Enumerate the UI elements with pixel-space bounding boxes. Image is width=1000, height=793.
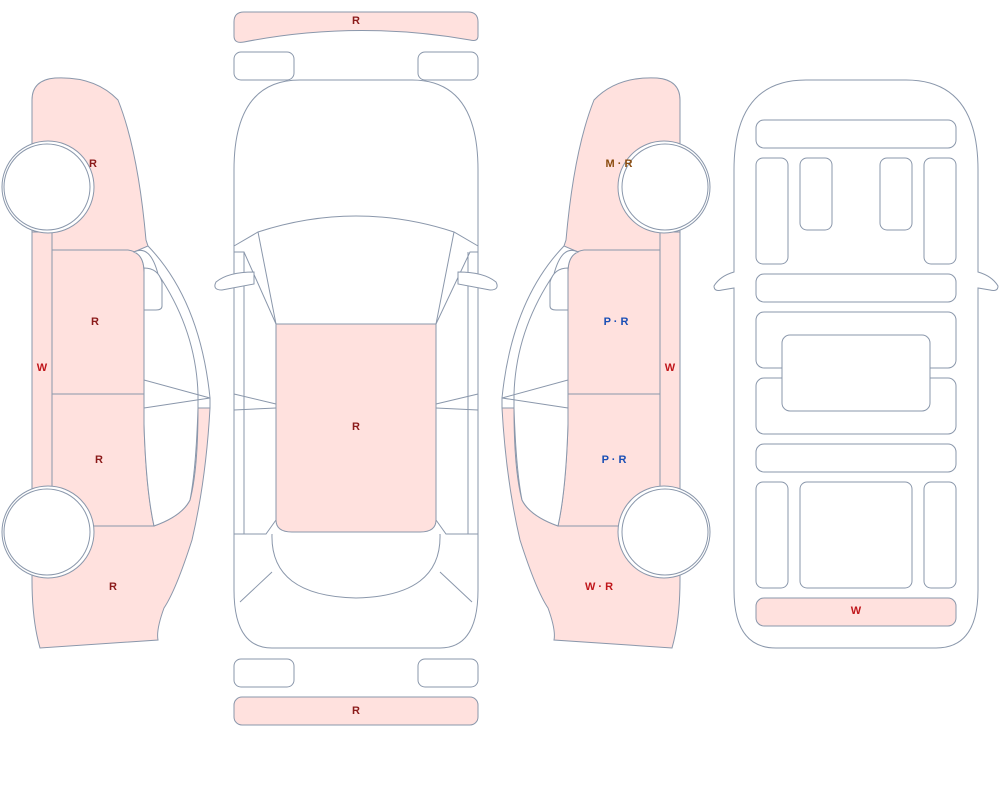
- left-rear-wheel: [3, 488, 91, 576]
- right-rear-wheel: [621, 488, 709, 576]
- underbody-rear-panel[interactable]: [755, 597, 957, 627]
- left-rear-door-mark: R: [95, 454, 103, 466]
- underbody-rear-crossmember: [755, 443, 957, 473]
- underbody-center-tunnel: [781, 334, 931, 412]
- underbody-trunk-floor: [799, 481, 913, 589]
- front-bumper-mark: R: [352, 15, 360, 27]
- right-rear-door-mark: P · R: [602, 454, 627, 466]
- right-sill-mark: W: [665, 362, 676, 374]
- left-front-wheel: [3, 143, 91, 231]
- left-sill-mark: W: [37, 362, 48, 374]
- right-front-door-mark: P · R: [604, 316, 629, 328]
- underbody-front-left-mount: [799, 157, 833, 231]
- left-side-view: [1, 77, 211, 649]
- rear-bumper-mark: R: [352, 705, 360, 717]
- left-side-window: [132, 249, 199, 527]
- underbody-firewall-panel: [755, 273, 957, 303]
- left-front-fender-mark: R: [89, 158, 97, 170]
- top-view: [214, 11, 498, 726]
- underbody-rear-panel-mark: W: [851, 605, 862, 617]
- rear-left-light: [233, 658, 295, 688]
- underbody-front-right-rail: [923, 157, 957, 265]
- right-front-wheel: [621, 143, 709, 231]
- damage-labels: R R R R R R R W M · R P · R P · R W · R …: [37, 15, 862, 717]
- right-front-fender-mark: M · R: [606, 158, 633, 170]
- left-mirror: [143, 267, 163, 311]
- rear-bumper[interactable]: [233, 696, 479, 726]
- right-side-view: [501, 77, 711, 649]
- underbody-view: [713, 79, 999, 649]
- roof[interactable]: [275, 323, 437, 533]
- left-mirror-top: [214, 271, 255, 291]
- front-left-light: [233, 51, 295, 81]
- underbody-front-crossmember: [755, 119, 957, 149]
- left-rear-quarter-mark: R: [109, 581, 117, 593]
- windshield: [233, 215, 479, 325]
- roof-mark: R: [352, 421, 360, 433]
- right-mirror: [549, 267, 569, 311]
- right-rear-quarter-mark: W · R: [585, 581, 613, 593]
- underbody-rear-right-rail: [923, 481, 957, 589]
- underbody-front-right-mount: [879, 157, 913, 231]
- front-bumper[interactable]: [233, 11, 479, 43]
- front-right-light: [417, 51, 479, 81]
- rear-right-light: [417, 658, 479, 688]
- right-side-window: [513, 249, 580, 527]
- underbody-rear-left-rail: [755, 481, 789, 589]
- right-mirror-top: [457, 271, 498, 291]
- left-front-door-mark: R: [91, 316, 99, 328]
- underbody-front-left-rail: [755, 157, 789, 265]
